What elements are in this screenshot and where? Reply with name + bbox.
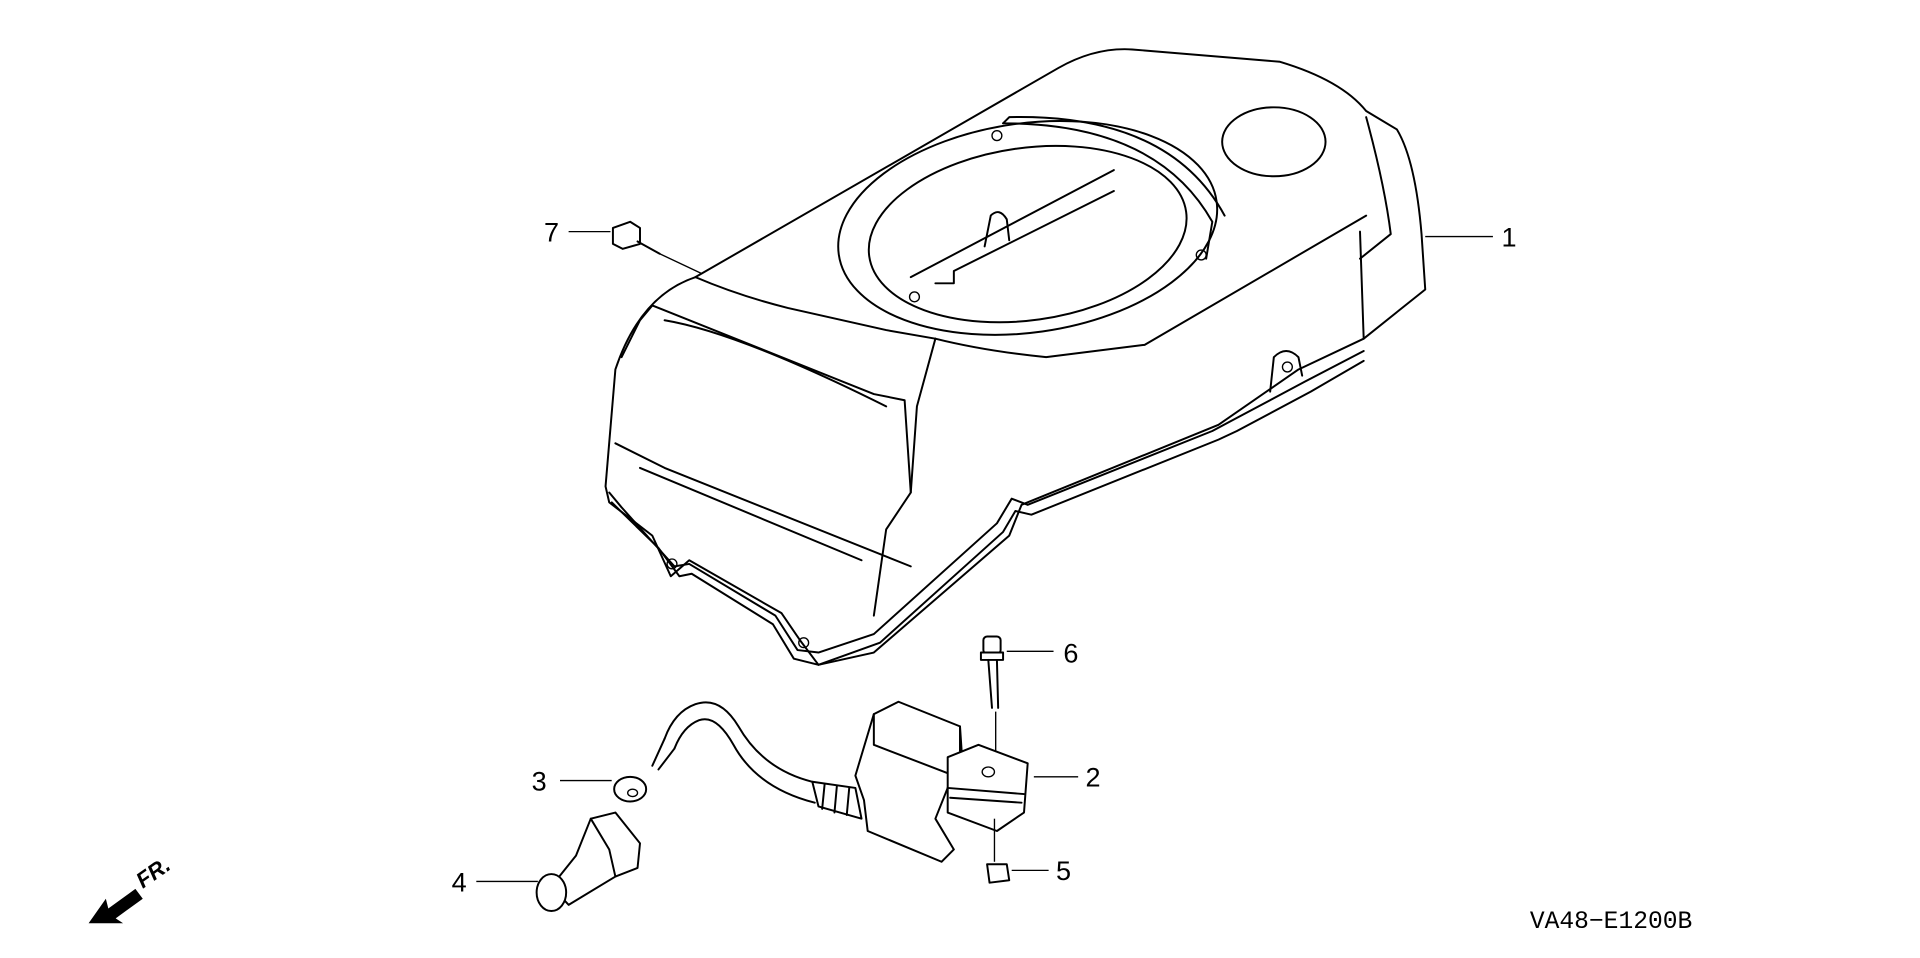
callout-5[interactable]: 5 bbox=[1056, 855, 1071, 886]
callout-1[interactable]: 1 bbox=[1502, 221, 1517, 252]
callout-3[interactable]: 3 bbox=[532, 765, 547, 796]
grommet-part[interactable] bbox=[613, 775, 648, 803]
front-label: FR. bbox=[131, 852, 175, 893]
callout-2[interactable]: 2 bbox=[1086, 762, 1101, 793]
diagram-code: VA48−E1200B bbox=[1530, 909, 1692, 936]
nut-part[interactable] bbox=[986, 863, 1011, 884]
leader-lines bbox=[476, 230, 1493, 883]
callout-4[interactable]: 4 bbox=[452, 866, 467, 897]
callout-7[interactable]: 7 bbox=[544, 216, 559, 247]
callout-6[interactable]: 6 bbox=[1063, 637, 1078, 668]
front-direction-arrow-icon bbox=[88, 888, 143, 924]
bolt-part[interactable] bbox=[979, 635, 1005, 758]
spark-plug-cap-part[interactable] bbox=[535, 811, 641, 912]
screw-part[interactable] bbox=[611, 220, 702, 275]
ignition-coil-part[interactable] bbox=[651, 700, 1029, 863]
shroud-part[interactable] bbox=[604, 48, 1427, 666]
